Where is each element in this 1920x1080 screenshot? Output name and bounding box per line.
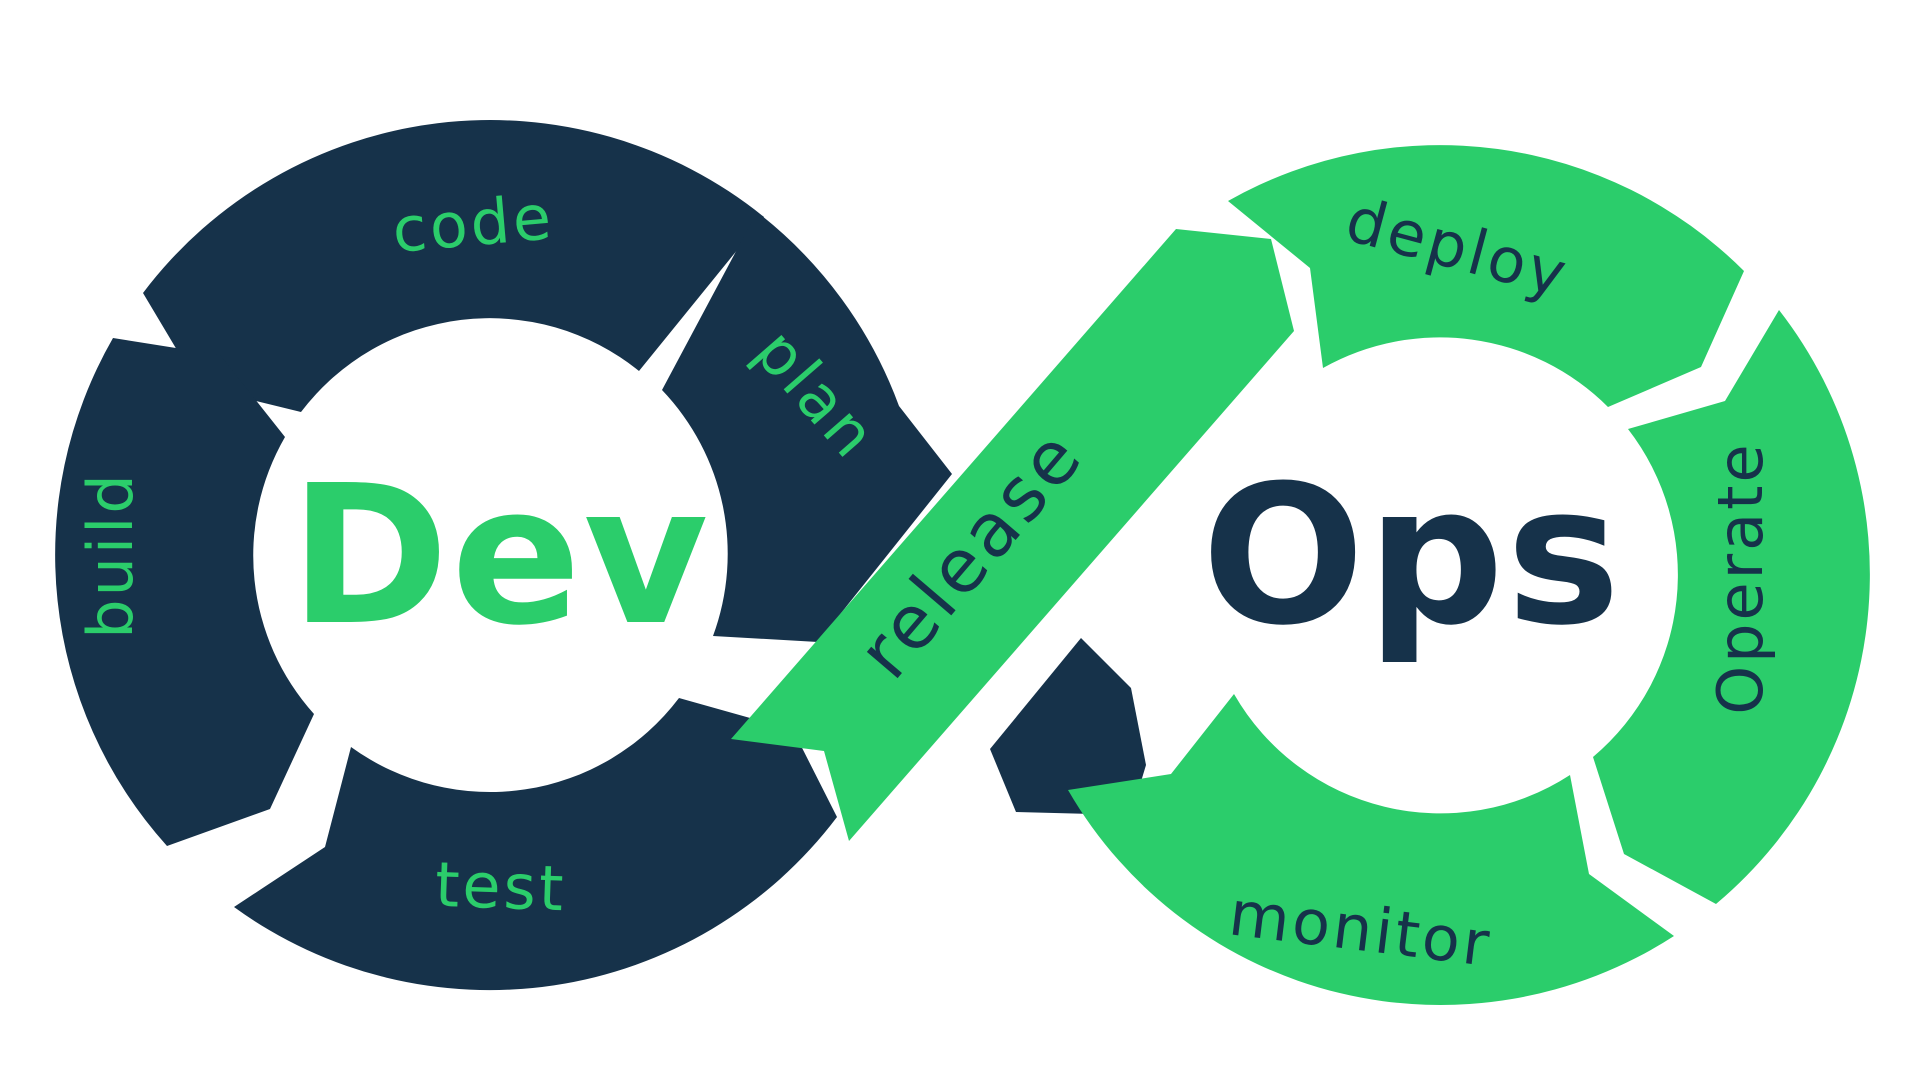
arc-operate (1593, 310, 1870, 904)
label-code: code (389, 180, 556, 267)
arc-monitor (1068, 694, 1674, 1005)
arc-deploy (1228, 145, 1744, 407)
label-build: build (74, 471, 147, 638)
band-plan-under (990, 638, 1146, 815)
arc-build (55, 338, 315, 846)
arc-code (143, 120, 764, 412)
ops-loop (1068, 145, 1870, 1005)
dev-loop (55, 120, 1146, 991)
ops-loop-title: Ops (1202, 445, 1623, 668)
label-operate: Operate (1704, 441, 1777, 714)
dev-loop-title: Dev (290, 445, 711, 668)
arc-test (234, 698, 837, 991)
label-test: test (434, 848, 568, 926)
ribbon-release (731, 229, 1294, 841)
wedge-plan (662, 212, 952, 642)
